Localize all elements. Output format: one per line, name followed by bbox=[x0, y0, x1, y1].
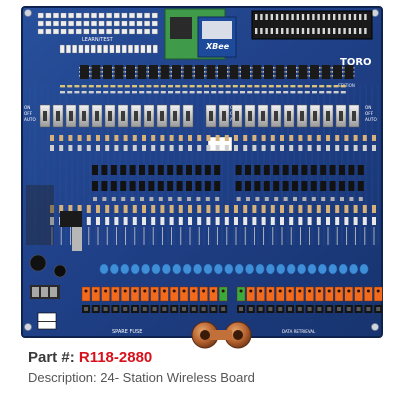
description-text: 24- Station Wireless Board bbox=[100, 370, 255, 385]
diode-rows bbox=[92, 165, 364, 201]
terminal-strip bbox=[81, 286, 383, 313]
data-retrieval-label: DATA RETRIEVAL bbox=[282, 329, 316, 334]
part-number: R118-2880 bbox=[78, 349, 153, 366]
copper-lugs bbox=[191, 321, 252, 349]
right-connector-block: TORO STATION bbox=[251, 10, 373, 88]
spare-fuse-label: SPARE FUSE bbox=[112, 329, 142, 335]
mounting-holes bbox=[24, 9, 379, 331]
product-caption: Part #: R118-2880 Description: 24- Stati… bbox=[28, 349, 388, 387]
power-section bbox=[26, 185, 82, 299]
wireless-module: XBee bbox=[164, 8, 237, 60]
ic-row bbox=[60, 65, 355, 94]
svg-text:ON: ON bbox=[24, 105, 30, 110]
station-marking: STATION bbox=[338, 83, 355, 88]
svg-text:AUTO: AUTO bbox=[24, 117, 36, 122]
description-label: Description: bbox=[28, 370, 97, 385]
xbee-marking: XBee bbox=[205, 42, 230, 51]
switch-bank bbox=[39, 104, 360, 152]
part-label: Part #: bbox=[28, 349, 75, 366]
blue-capacitors bbox=[99, 263, 369, 275]
part-number-line: Part #: R118-2880 bbox=[28, 349, 388, 367]
svg-text:OFF: OFF bbox=[24, 111, 33, 116]
svg-text:AUTO: AUTO bbox=[365, 117, 377, 122]
circuit-board-image: XBee TORO STATION LEARN/TEST ONOFFAUTOON… bbox=[21, 6, 383, 349]
hot-label-block bbox=[37, 312, 57, 330]
top-led-strips bbox=[37, 12, 158, 54]
svg-text:ON: ON bbox=[365, 105, 371, 110]
toro-logo-marking: TORO bbox=[340, 57, 372, 68]
svg-text:OFF: OFF bbox=[365, 111, 374, 116]
description-line: Description: 24- Station Wireless Board bbox=[28, 369, 388, 387]
learn-test-label: LEARN/TEST bbox=[82, 37, 114, 43]
